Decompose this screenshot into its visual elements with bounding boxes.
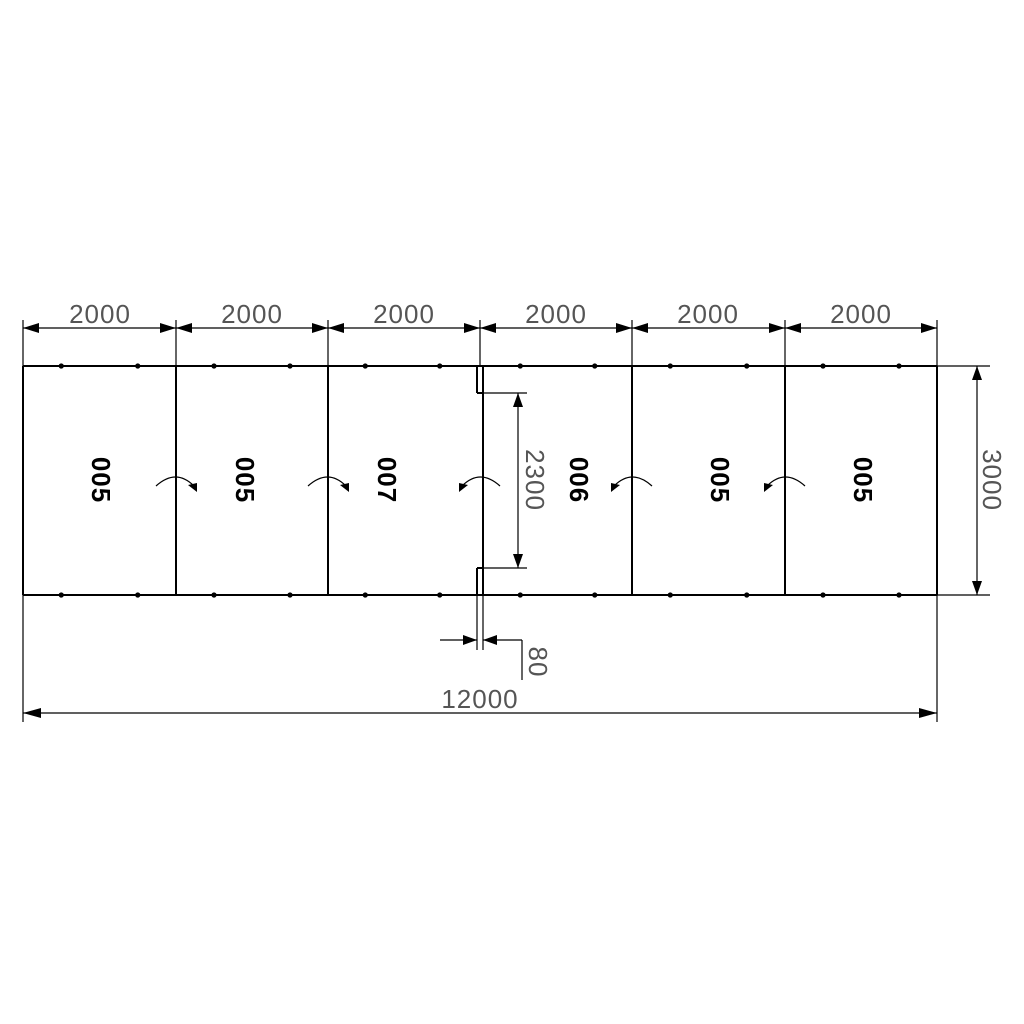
panel-label-3: 007 [372,457,402,503]
dim-arrow-right-1 [160,323,176,333]
hinge-dot [667,363,673,369]
panel-label-4: 006 [564,457,594,503]
hinge-dot [211,363,217,369]
dim-arrow-right-6 [921,323,937,333]
dim-arrow-left-2 [176,323,192,333]
hinge-dot [437,592,443,598]
hinge-dot [58,592,64,598]
gap-dimension: 80 [440,595,553,680]
hinge-dot [135,363,141,369]
top-dimension-chain: 2000 2000 2000 2000 2000 2000 [22,299,938,366]
overall-width-dimension: 12000 [22,595,938,722]
height-arrow-bottom [972,581,982,595]
dim-arrow-right-3 [464,323,480,333]
dim-arrow-left-6 [785,323,801,333]
hinge-dot [135,592,141,598]
dim-arrow-right-4 [616,323,632,333]
gap-arrow-left [463,635,477,645]
height-dimension: 3000 [937,365,1007,596]
overall-arrow-right [919,708,937,718]
dim-height: 3000 [977,449,1007,511]
panel-label-6: 005 [848,457,878,503]
opening-arrow-bottom [513,554,523,568]
hinge-dot [58,363,64,369]
hinge-dots [58,363,902,598]
dim-gap: 80 [523,647,553,678]
dim-segment-2: 2000 [221,299,283,329]
hinge-dot [517,363,523,369]
swing-arrowhead-1 [188,483,197,492]
swing-arrowhead-5 [764,483,773,492]
swing-arrow-4 [613,476,653,487]
hinge-dot [592,592,598,598]
height-arrow-top [972,366,982,380]
panel-label-2: 005 [230,457,260,503]
swing-arrow-3 [461,476,501,487]
dim-total-width: 12000 [441,684,518,714]
panel-label-5: 005 [705,457,735,503]
hinge-dot [744,363,750,369]
panel-outline [22,365,938,596]
hinge-dot [820,363,826,369]
hinge-dot [517,592,523,598]
gap-arrow-right [483,635,497,645]
dim-arrow-left-5 [632,323,648,333]
swing-arrow-1 [155,476,195,487]
swing-arrowhead-3 [459,483,468,492]
dim-segment-6: 2000 [830,299,892,329]
dim-segment-1: 2000 [69,299,131,329]
hinge-dot [437,363,443,369]
dim-arrow-left-3 [328,323,344,333]
opening-arrow-top [513,393,523,407]
panel-labels: 005 005 007 006 005 005 [86,457,878,503]
opening-height-dimension: 2300 [483,392,550,569]
hinge-dot [592,363,598,369]
hinge-dot [211,592,217,598]
hinge-dot [896,363,902,369]
dim-segment-5: 2000 [677,299,739,329]
hinge-dot [744,592,750,598]
center-opening [476,366,484,595]
hinge-dot [896,592,902,598]
panel-label-1: 005 [86,457,116,503]
hinge-dot [362,592,368,598]
dim-arrow-left-4 [480,323,496,333]
dim-arrow-right-5 [769,323,785,333]
dim-arrow-right-2 [312,323,328,333]
swing-arrow-2 [307,476,347,487]
dim-arrow-left-1 [23,323,39,333]
hinge-dot [287,363,293,369]
swing-arrowhead-4 [611,483,620,492]
top-dimension-lines [23,323,937,333]
panel-dividers [175,366,786,595]
dim-segment-4: 2000 [525,299,587,329]
swing-arrow-5 [766,476,806,487]
swing-arrows [155,476,806,492]
dim-opening-height: 2300 [520,449,550,511]
hinge-dot [820,592,826,598]
hinge-dot [287,592,293,598]
hinge-dot [667,592,673,598]
dim-segment-3: 2000 [373,299,435,329]
swing-arrowhead-2 [340,483,349,492]
overall-arrow-left [23,708,41,718]
hinge-dot [362,363,368,369]
